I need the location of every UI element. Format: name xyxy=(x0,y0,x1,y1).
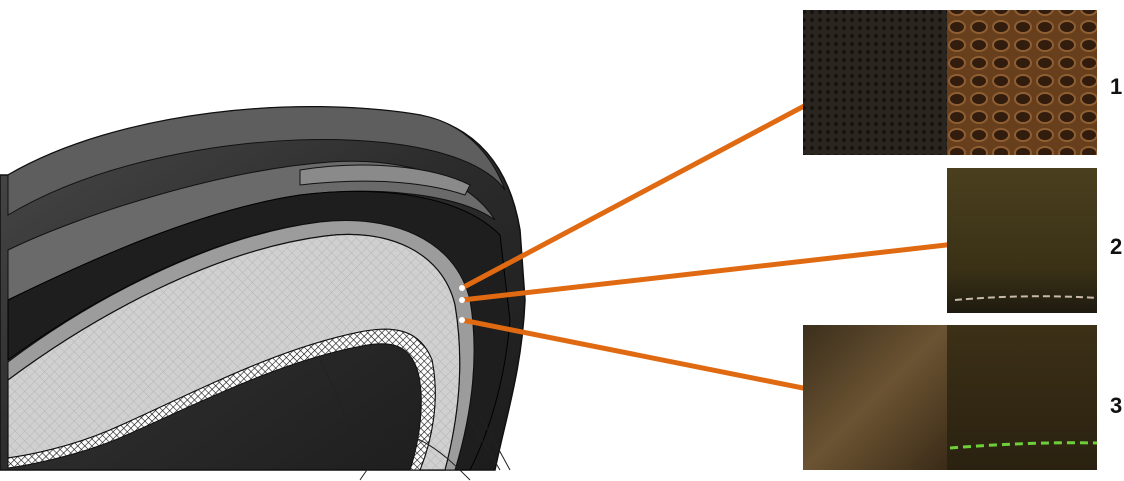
callout-line-2 xyxy=(462,240,990,300)
callout-origin-2 xyxy=(459,297,465,303)
callout-number-3: 3 xyxy=(1110,393,1122,419)
swatch-2-leather xyxy=(947,168,1097,313)
swatch-1-mesh-dark xyxy=(803,10,948,155)
swatch-1 xyxy=(803,10,1097,155)
swatch-3-brushed-leather xyxy=(803,325,948,470)
shell-cross-section xyxy=(0,107,525,480)
callout-origin-1 xyxy=(459,285,465,291)
swatch-3 xyxy=(803,325,1097,470)
callout-number-1: 1 xyxy=(1110,74,1122,100)
callout-origin-3 xyxy=(459,317,465,323)
swatch-3-dark-leather xyxy=(947,325,1097,470)
swatch-2 xyxy=(947,168,1097,313)
swatch-1-shade xyxy=(947,10,1097,155)
callout-number-2: 2 xyxy=(1110,234,1122,260)
callout-line-1 xyxy=(462,88,838,288)
